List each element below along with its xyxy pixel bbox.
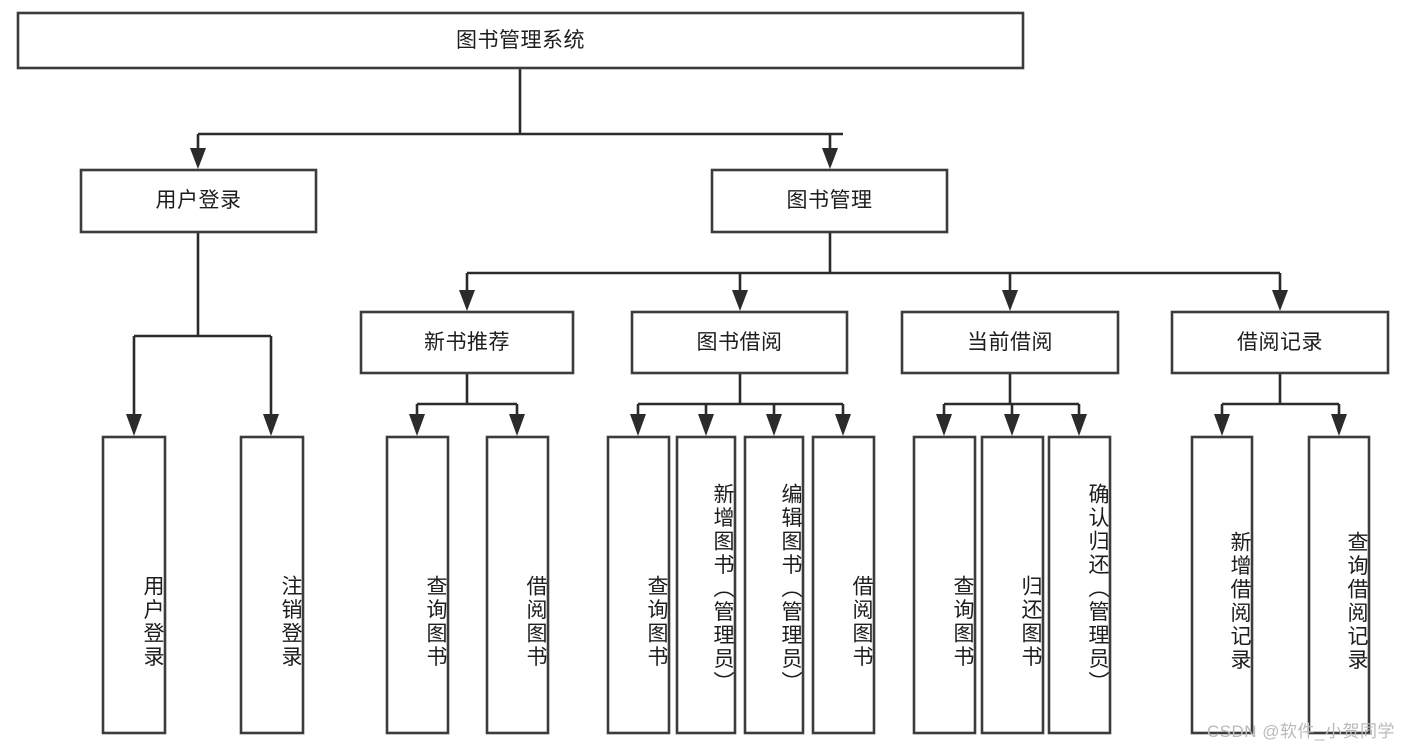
node-box-leaf-query-record[interactable]: [1307, 435, 1371, 735]
connector-newbook-to-leaves: [409, 374, 525, 436]
node-box-book-manage[interactable]: [710, 168, 949, 234]
csdn-watermark: CSDN @软件_小贺同学: [1206, 722, 1395, 741]
node-box-current-borrow[interactable]: [900, 310, 1120, 375]
node-box-leaf-borrow-book-1[interactable]: [485, 435, 550, 735]
node-box-leaf-add-book[interactable]: [675, 435, 737, 735]
node-box-leaf-return-book[interactable]: [980, 435, 1045, 735]
node-box-leaf-add-record[interactable]: [1190, 435, 1254, 735]
connector-borrowrecord-to-leaves: [1214, 374, 1347, 436]
connector-root-to-level1: [190, 69, 843, 169]
node-box-new-book-rec[interactable]: [359, 310, 575, 375]
node-box-leaf-query-book-1[interactable]: [385, 435, 450, 735]
node-box-leaf-borrow-book-2[interactable]: [811, 435, 876, 735]
node-box-leaf-logout[interactable]: [239, 435, 305, 735]
node-box-user-login[interactable]: [79, 168, 318, 234]
connector-currentborrow-to-leaves: [936, 374, 1087, 436]
node-box-leaf-edit-book[interactable]: [743, 435, 805, 735]
node-box-leaf-query-book-3[interactable]: [912, 435, 977, 735]
node-box-leaf-confirm-return[interactable]: [1047, 435, 1112, 735]
node-box-leaf-user-login[interactable]: [101, 435, 167, 735]
connector-bookborrow-to-leaves: [630, 374, 851, 436]
connector-bookmanage-to-level2: [459, 233, 1288, 311]
node-box-root[interactable]: [16, 11, 1025, 70]
node-box-leaf-query-book-2[interactable]: [606, 435, 671, 735]
node-box-book-borrow[interactable]: [630, 310, 849, 375]
node-box-borrow-record[interactable]: [1170, 310, 1390, 375]
connector-userlogin-to-leaves: [126, 233, 279, 436]
